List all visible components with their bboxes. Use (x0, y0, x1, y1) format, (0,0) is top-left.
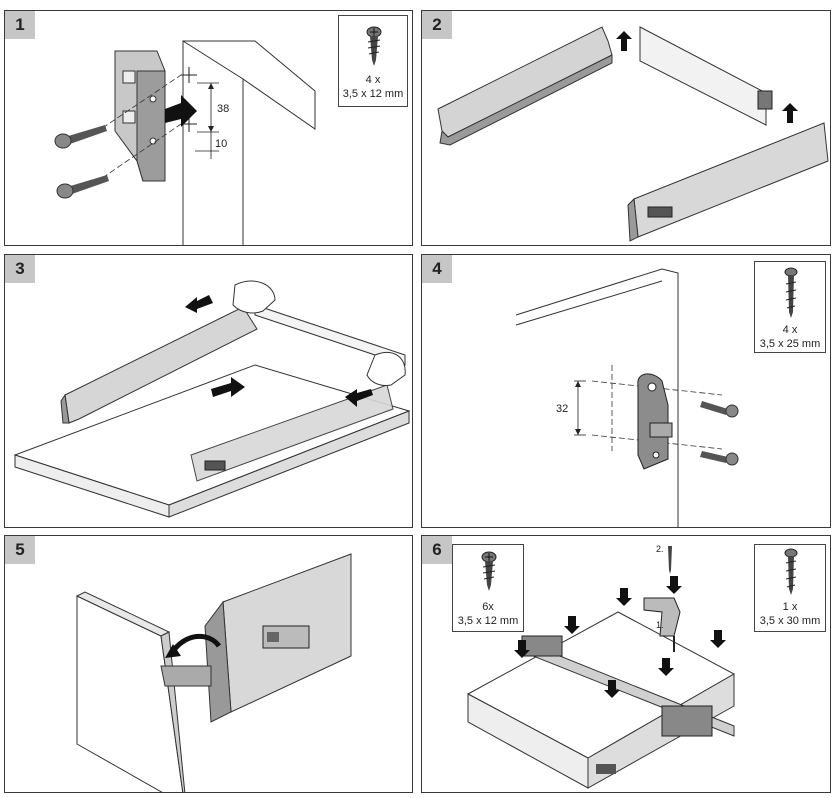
front-bracket-illustration (54, 40, 316, 245)
step-number: 3 (5, 255, 35, 283)
screw-spec-box-a: 6x 3,5 x 12 mm (452, 544, 524, 632)
screw-size: 3,5 x 12 mm (457, 615, 519, 627)
step-number: 5 (5, 536, 35, 564)
screw-icon (784, 267, 798, 318)
step-number: 4 (422, 255, 452, 283)
step-number: 6 (422, 536, 452, 564)
screw-icon (700, 451, 739, 466)
step-6-panel: 6 2. 1. 6x (421, 535, 831, 793)
screw-count: 4 x (782, 324, 798, 336)
screw-count: 6x (482, 601, 494, 613)
dimension-32: 32 (556, 403, 569, 415)
screw-spec-box-b: 1 x 3,5 x 30 mm (754, 544, 826, 632)
insert-bottom-panel-illustration (13, 280, 411, 518)
step-number: 1 (5, 11, 35, 39)
callout-step-2: 2. (656, 544, 664, 554)
step-1-panel: 1 38 10 (4, 10, 413, 246)
screw-icon (56, 175, 109, 199)
dimension-10: 10 (215, 138, 228, 150)
screw-icon (54, 125, 107, 149)
step-5-panel: 5 (4, 535, 413, 793)
final-assembly-illustration (466, 546, 736, 789)
screw-icon (700, 401, 739, 418)
attach-front-illustration (75, 553, 352, 792)
screw-icon (784, 548, 798, 595)
step-2-panel: 2 (421, 10, 831, 246)
screw-size: 3,5 x 30 mm (759, 615, 821, 627)
step-number: 2 (422, 11, 452, 39)
screw-spec-box: 4 x 3,5 x 12 mm (338, 15, 408, 107)
screw-icon (481, 551, 497, 591)
screw-size: 3,5 x 12 mm (342, 88, 404, 100)
drawer-side-assembly-illustration (437, 26, 829, 242)
screw-size: 3,5 x 25 mm (759, 338, 821, 350)
screw-icon (366, 26, 382, 66)
dimension-38: 38 (217, 103, 230, 115)
step-4-panel: 4 32 4 x 3,5 (421, 254, 831, 528)
screw-count: 1 x (782, 601, 798, 613)
rear-bracket-illustration (515, 268, 739, 527)
screw-spec-box: 4 x 3,5 x 25 mm (754, 261, 826, 353)
screw-count: 4 x (365, 74, 381, 86)
callout-step-1: 1. (656, 620, 664, 630)
step-3-panel: 3 (4, 254, 413, 528)
